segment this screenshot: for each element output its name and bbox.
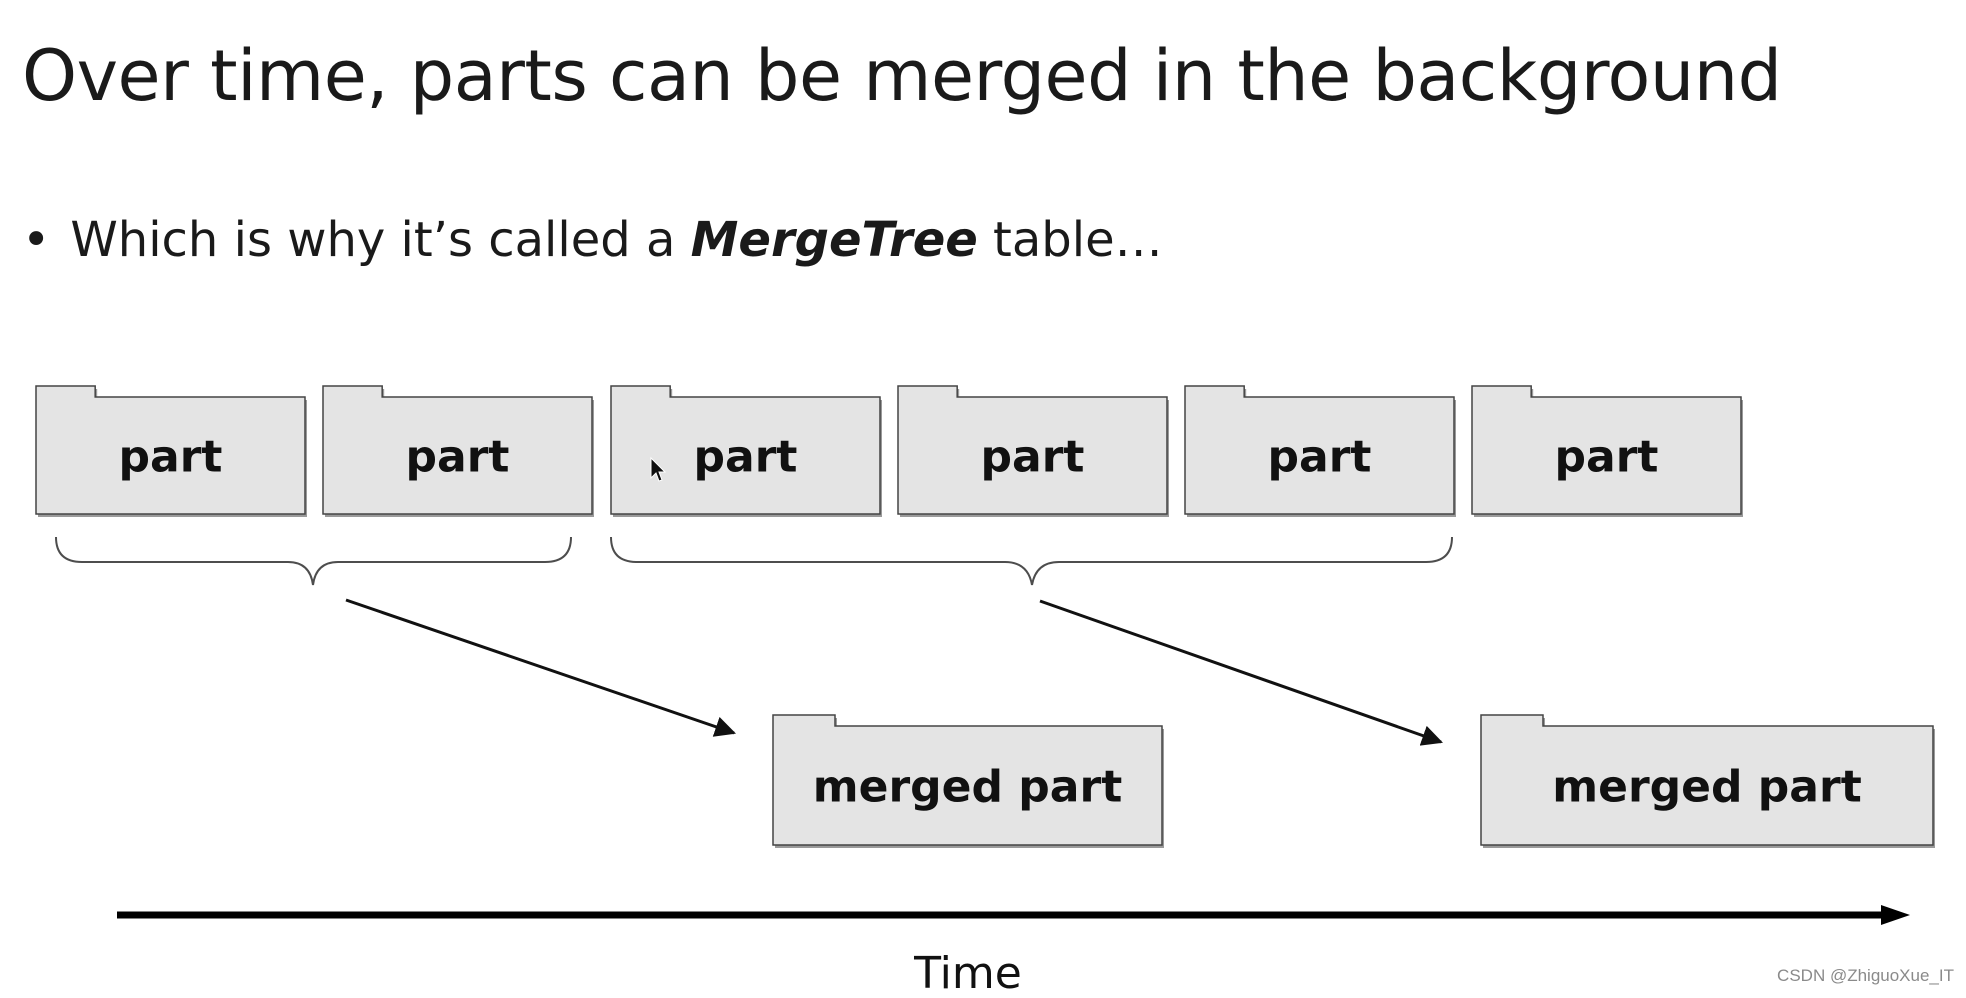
folder-icon bbox=[610, 385, 881, 515]
part-folder-3-label: part bbox=[694, 431, 798, 482]
folder-icon bbox=[35, 385, 306, 515]
merge-arrow-1 bbox=[345, 598, 736, 737]
merged-part-folder-2: merged part bbox=[1480, 714, 1935, 848]
part-folder-1: part bbox=[35, 385, 307, 517]
folder-icon bbox=[1471, 385, 1742, 515]
folder-icon bbox=[897, 385, 1168, 515]
merged-part-folder-1: merged part bbox=[772, 714, 1164, 848]
part-folder-6-label: part bbox=[1555, 431, 1659, 482]
part-folder-4-label: part bbox=[981, 431, 1085, 482]
bullet-text-emphasis: MergeTree bbox=[690, 212, 978, 268]
watermark: CSDN @ZhiguoXue_IT bbox=[1777, 966, 1954, 985]
time-axis-label: Time bbox=[913, 948, 1022, 998]
merge-brace-2 bbox=[610, 536, 1453, 586]
bullet-point: • Which is why it’s called a MergeTree ta… bbox=[22, 214, 1163, 267]
part-folder-4: part bbox=[897, 385, 1169, 517]
slide-title: Over time, parts can be merged in the ba… bbox=[22, 35, 1782, 117]
part-folder-6: part bbox=[1471, 385, 1743, 517]
folder-icon bbox=[322, 385, 593, 515]
mouse-cursor-icon bbox=[650, 456, 667, 482]
merged-part-row: merged part merged part bbox=[772, 714, 1935, 848]
folder-icon bbox=[1480, 714, 1934, 846]
part-folder-5-label: part bbox=[1268, 431, 1372, 482]
bullet-text-suffix: table… bbox=[977, 212, 1163, 268]
folder-icon bbox=[772, 714, 1163, 846]
bullet-dot: • bbox=[22, 212, 51, 268]
bullet-text-prefix: Which is why it’s called a bbox=[70, 212, 691, 268]
folder-icon bbox=[1184, 385, 1455, 515]
merged-part-folder-1-label: merged part bbox=[813, 761, 1122, 812]
merge-brace-1 bbox=[55, 536, 572, 586]
part-folder-2-label: part bbox=[406, 431, 510, 482]
part-folder-5: part bbox=[1184, 385, 1456, 517]
part-folder-1-label: part bbox=[119, 431, 223, 482]
part-folder-3: part bbox=[610, 385, 882, 517]
merged-part-folder-2-label: merged part bbox=[1552, 761, 1861, 812]
merge-arrow-2 bbox=[1039, 599, 1443, 746]
time-axis bbox=[117, 905, 1910, 925]
part-folder-2: part bbox=[322, 385, 594, 517]
part-row: part part part part part part bbox=[35, 385, 1743, 517]
